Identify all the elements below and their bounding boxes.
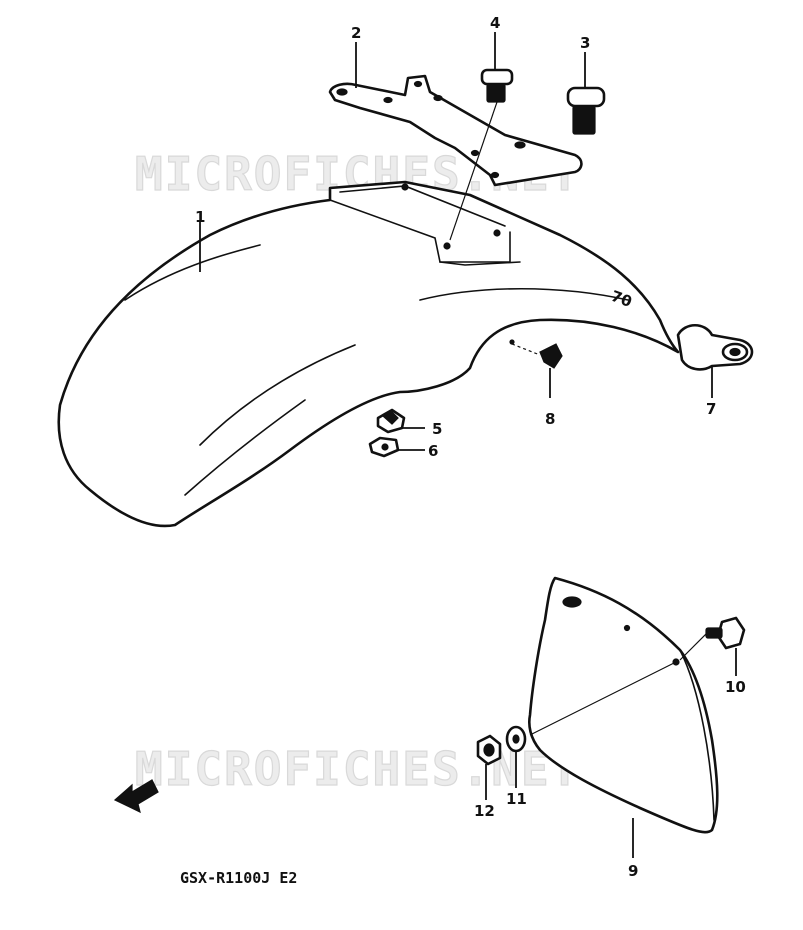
leader-lines	[199, 32, 737, 858]
mud-flap[interactable]	[528, 576, 719, 834]
callout-1: 1	[195, 208, 205, 226]
model-label: GSX-R1100J E2	[180, 869, 297, 887]
nut-6[interactable]	[368, 436, 400, 458]
callout-12: 12	[474, 802, 495, 820]
rear-fender[interactable]: 70	[57, 180, 680, 528]
callout-3: 3	[580, 34, 590, 52]
grommet-7[interactable]	[676, 323, 754, 371]
front-direction-arrow-icon	[113, 779, 159, 814]
nut-12[interactable]	[476, 734, 502, 766]
bolt-10[interactable]	[679, 616, 746, 661]
callout-6: 6	[428, 442, 438, 460]
callout-5: 5	[432, 420, 442, 438]
callout-9: 9	[628, 862, 638, 880]
bolt-3[interactable]	[566, 86, 606, 135]
bolt-4[interactable]	[449, 68, 514, 241]
washer-11[interactable]	[505, 725, 527, 753]
clip-8[interactable]	[509, 339, 563, 369]
callout-numbers: 1 2 3 4 5 6 7 8 9 10 11 12	[195, 14, 746, 880]
callout-4: 4	[490, 14, 500, 32]
nut-5[interactable]	[376, 408, 406, 434]
watermark-bottom: MICROFICHES.NET	[135, 742, 580, 796]
callout-2: 2	[351, 24, 361, 42]
callout-7: 7	[706, 400, 716, 418]
callout-10: 10	[725, 678, 746, 696]
callout-11: 11	[506, 790, 527, 808]
callout-8: 8	[545, 410, 555, 428]
fender-bracket[interactable]	[328, 74, 583, 187]
